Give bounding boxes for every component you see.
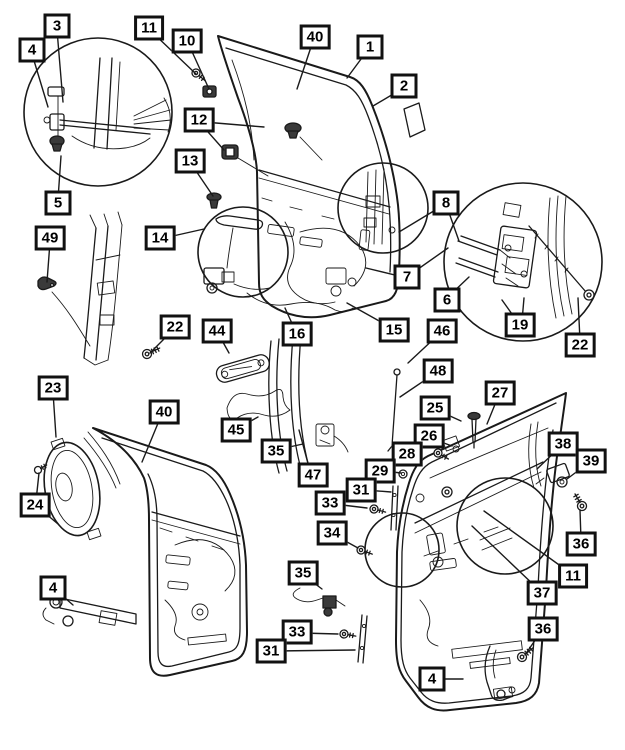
callout-13: 13 <box>174 148 206 174</box>
callout-49: 49 <box>34 225 66 251</box>
handle-gasket <box>226 389 291 420</box>
callout-37: 37 <box>526 580 558 606</box>
callout-31: 31 <box>255 638 287 664</box>
callout-35: 35 <box>287 560 319 586</box>
callout-27: 27 <box>484 380 516 406</box>
callout-1: 1 <box>356 34 384 60</box>
run-rail-lower <box>339 614 368 664</box>
callout-33: 33 <box>314 490 346 516</box>
callout-39: 39 <box>575 448 607 474</box>
callout-4: 4 <box>18 37 46 63</box>
run-rail-upper <box>356 485 399 556</box>
door-edge-fasteners <box>398 411 481 503</box>
callout-3: 3 <box>43 13 71 39</box>
callout-8: 8 <box>432 190 460 216</box>
door-speaker <box>33 437 102 541</box>
callout-14: 14 <box>144 225 176 251</box>
callout-28: 28 <box>391 441 423 467</box>
callout-11: 11 <box>134 15 164 41</box>
callout-4: 4 <box>418 666 446 692</box>
callout-24: 24 <box>19 492 51 518</box>
callout-44: 44 <box>201 318 233 344</box>
lower-hinge-arm-left <box>42 595 137 627</box>
push-pin <box>206 192 222 209</box>
callout-4: 4 <box>39 575 67 601</box>
detail-circle-latch-cable <box>197 206 289 298</box>
callout-10: 10 <box>171 28 203 54</box>
callout-11: 11 <box>558 563 588 589</box>
round-grommet <box>284 122 323 161</box>
callout-47: 47 <box>297 462 329 488</box>
callout-12: 12 <box>183 107 215 133</box>
callout-34: 34 <box>316 520 348 546</box>
callout-36: 36 <box>527 616 559 642</box>
callout-46: 46 <box>426 318 458 344</box>
callout-19: 19 <box>504 312 536 338</box>
wedge-strip <box>403 102 426 138</box>
detail-circle-panel-latch <box>337 162 429 254</box>
callout-33: 33 <box>281 619 313 645</box>
sliding-door-bottom-left <box>83 427 248 677</box>
callout-22: 22 <box>159 314 191 340</box>
callout-15: 15 <box>378 317 410 343</box>
callout-40: 40 <box>299 24 331 50</box>
leader-line <box>471 525 539 590</box>
callout-31: 31 <box>345 477 377 503</box>
upper-roller-hinge <box>535 462 588 512</box>
callout-22: 22 <box>564 332 596 358</box>
leader-line <box>56 29 64 103</box>
callout-38: 38 <box>547 431 579 457</box>
callout-2: 2 <box>390 73 418 99</box>
callout-5: 5 <box>44 190 72 216</box>
callout-7: 7 <box>393 264 421 290</box>
detail-circle-cable-assembly <box>23 37 173 187</box>
callout-29: 29 <box>364 458 396 484</box>
callout-36: 36 <box>565 531 597 557</box>
callout-16: 16 <box>281 321 313 347</box>
callout-6: 6 <box>433 287 461 313</box>
sliding-door-top <box>217 35 401 319</box>
square-grommet <box>221 144 269 177</box>
callout-40: 40 <box>148 399 180 425</box>
leader-line <box>483 510 570 573</box>
callout-35: 35 <box>260 438 292 464</box>
callout-25: 25 <box>419 395 451 421</box>
callout-45: 45 <box>220 417 252 443</box>
callout-48: 48 <box>422 358 454 384</box>
latch-cable-lower <box>292 587 346 617</box>
callout-23: 23 <box>37 375 69 401</box>
b-pillar-section <box>37 211 161 366</box>
leader-line <box>31 53 49 108</box>
nut-grommet <box>202 85 217 98</box>
detail-circle-door-lock <box>443 182 603 342</box>
leader-line <box>274 649 356 652</box>
